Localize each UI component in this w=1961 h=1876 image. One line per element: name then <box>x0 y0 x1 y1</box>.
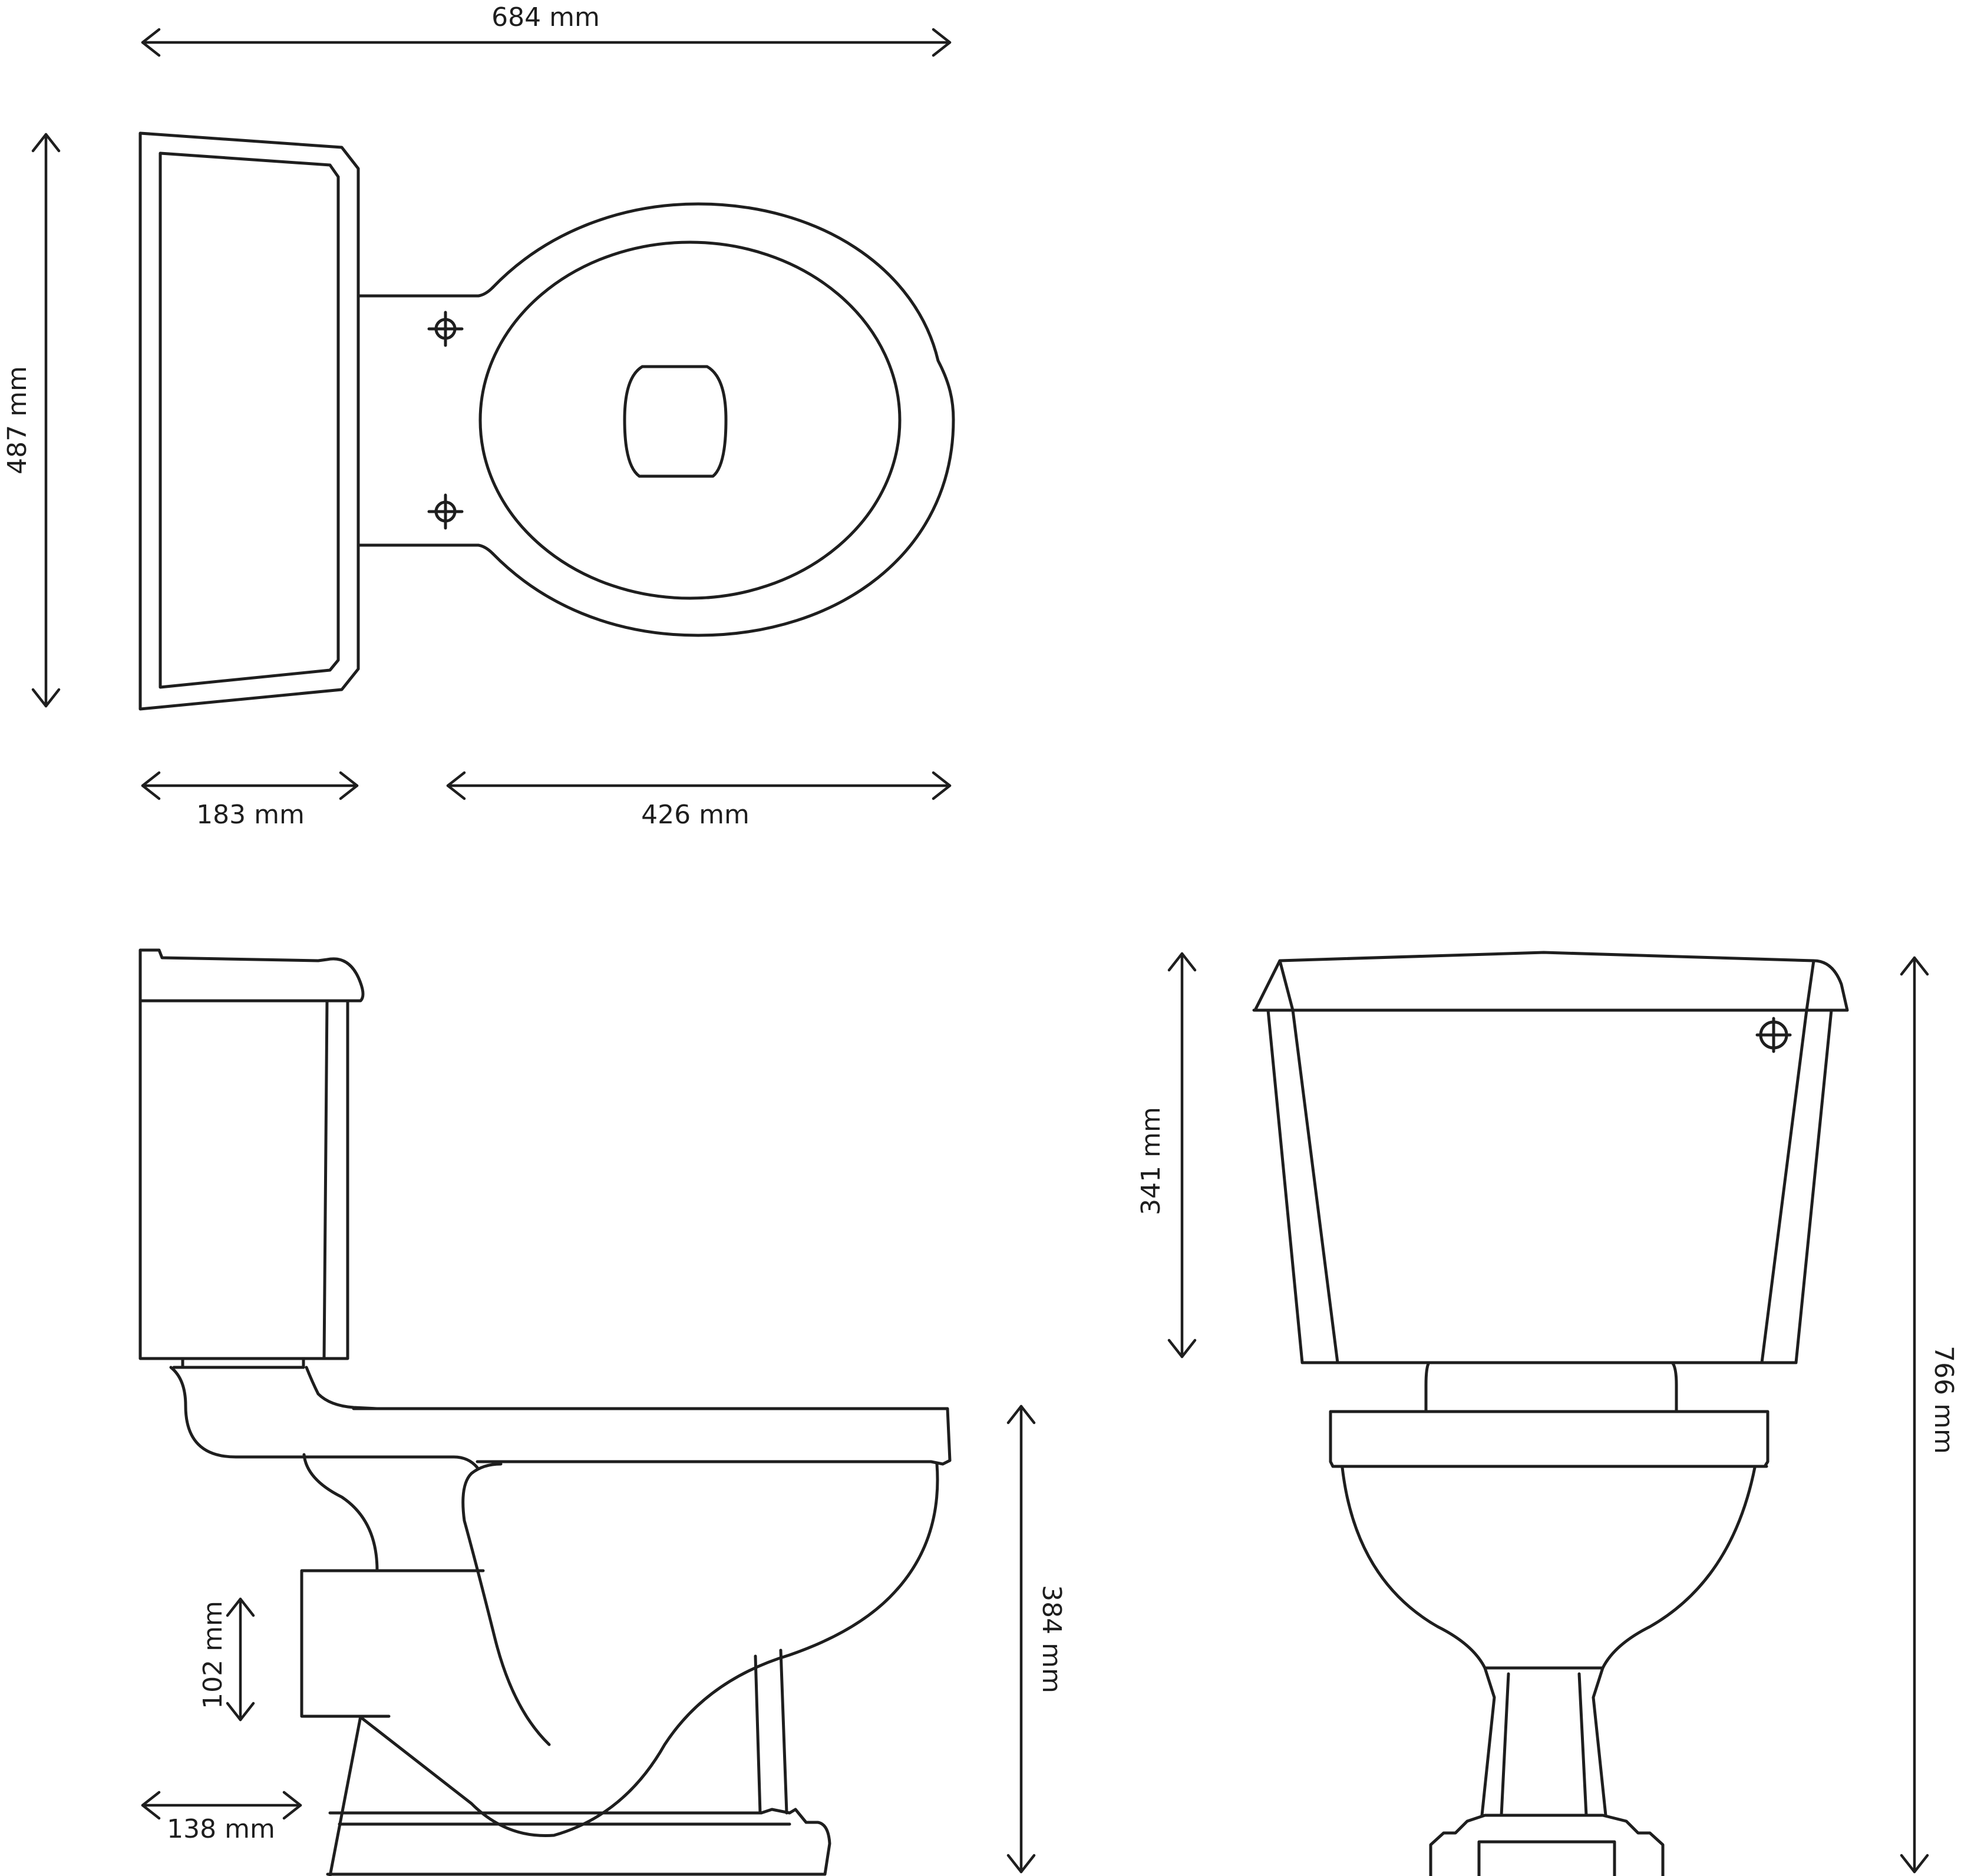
dim-arrow-183 <box>141 771 359 800</box>
dim-label-766: 766 mm <box>1929 1346 1959 1454</box>
dim-arrow-426 <box>446 771 952 800</box>
pedestal-front <box>754 1648 788 1815</box>
top-view: 684 mm 487 mm 183 mm 426 mm <box>2 2 955 830</box>
dim-label-426: 426 mm <box>641 800 750 830</box>
dim-label-487: 487 mm <box>2 366 32 474</box>
dim-arrow-766 <box>1900 956 1929 1874</box>
fixing-mark-top-icon <box>427 311 464 347</box>
cistern-plan <box>138 131 360 711</box>
bowl-neck-bottom <box>356 543 494 555</box>
flush-pipe-inner <box>305 1366 379 1410</box>
cistern-plan-inner <box>159 151 340 689</box>
flush-pipe <box>169 1366 479 1469</box>
dim-label-102: 102 mm <box>198 1601 228 1709</box>
dim-arrow-102 <box>226 1597 255 1722</box>
trap-inner <box>461 1462 551 1746</box>
flush-connector-front <box>1424 1361 1678 1413</box>
dim-label-138: 138 mm <box>167 1814 275 1844</box>
cistern-front <box>1266 1008 1833 1364</box>
outlet-horn <box>302 1453 379 1572</box>
bowl-outlet <box>623 365 728 478</box>
dim-label-183: 183 mm <box>196 800 305 830</box>
dim-arrow-487 <box>31 133 61 708</box>
front-view: 341 mm 766 mm <box>1136 951 1959 1876</box>
dim-label-341: 341 mm <box>1136 1107 1166 1215</box>
bowl-neck-top <box>356 286 494 298</box>
bowl-rim-outer <box>491 202 955 637</box>
seat-side <box>352 1407 952 1466</box>
bowl-side-outer <box>358 1462 939 1838</box>
cistern-side-inner <box>322 999 329 1360</box>
bowl-rim-inner <box>478 240 902 600</box>
pedestal-base <box>326 1808 831 1876</box>
bowl-front <box>1341 1466 1757 1670</box>
dim-label-684: 684 mm <box>491 2 600 32</box>
dim-arrow-684 <box>141 28 952 57</box>
pedestal-back <box>328 1715 362 1876</box>
seat-front <box>1329 1410 1769 1468</box>
pedestal-front-base <box>1429 1814 1665 1876</box>
flush-button-icon <box>1755 1017 1792 1053</box>
dim-arrow-138 <box>141 1791 302 1820</box>
cistern-lid-front <box>1253 951 1849 1012</box>
dim-arrow-341 <box>1167 952 1197 1359</box>
pedestal-front-view <box>1480 1666 1607 1817</box>
side-view: 102 mm 138 mm 384 mm <box>138 948 1067 1876</box>
dim-label-384: 384 mm <box>1036 1585 1067 1693</box>
dim-arrow-384 <box>1006 1404 1036 1874</box>
fixing-mark-bottom-icon <box>427 493 464 530</box>
cistern-side <box>138 948 365 1360</box>
outlet-spigot <box>300 1569 391 1718</box>
